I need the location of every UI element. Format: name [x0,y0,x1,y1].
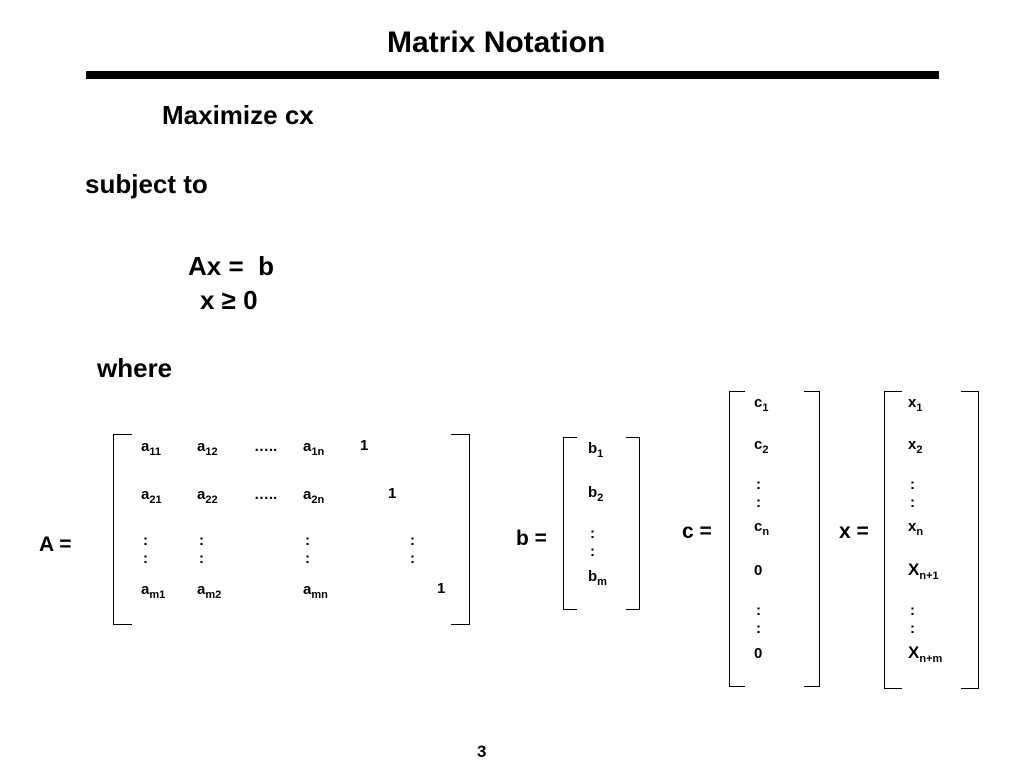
vertical-dots: : [305,550,310,567]
vertical-dots: : [199,532,204,549]
vertical-dots: : [910,620,915,637]
matrix-a-left-bracket [113,434,132,625]
vector-b-entry: b2 [588,484,604,504]
vector-c-entry: 0 [754,562,763,579]
vertical-dots: : [756,602,761,619]
vertical-dots: : [910,494,915,511]
matrix-cell: a2n [303,486,325,506]
objective-text: Maximize cx [162,100,314,130]
vertical-dots: : [756,620,761,637]
vector-c-entry: 0 [754,645,763,662]
vertical-dots: : [910,602,915,619]
vector-b-entry: bm [588,568,607,588]
matrix-a-label: A = [39,533,72,556]
vector-c-entry: c2 [754,436,769,456]
vertical-dots: : [143,532,148,549]
where-text: where [97,353,173,383]
vertical-dots: : [910,476,915,493]
page-title: Matrix Notation [387,26,606,59]
vertical-dots: : [756,476,761,493]
title-divider [86,71,939,79]
vertical-dots: : [305,532,310,549]
ellipsis: ….. [254,438,278,455]
vector-x-label: x = [839,520,869,543]
vector-c-label: c = [682,520,712,543]
slack-coefficient: 1 [388,485,397,502]
vector-c-left-bracket [729,391,745,687]
vector-b-label: b = [516,527,547,550]
vector-c-entry: cn [754,518,770,538]
vertical-dots: : [143,550,148,567]
subject-to-text: subject to [85,169,208,199]
vertical-dots: : [410,550,415,567]
matrix-cell: am2 [197,581,222,601]
vertical-dots: : [410,532,415,549]
vector-b-left-bracket [563,437,577,610]
vertical-dots: : [199,550,204,567]
vector-c-right-bracket [804,391,820,687]
vector-x-entry: xn [908,518,924,538]
vector-x-entry: x1 [908,394,923,414]
vector-x-entry: x2 [908,436,923,456]
vector-b-right-bracket [626,437,640,610]
matrix-a-right-bracket [451,434,470,625]
matrix-cell: a22 [197,486,218,506]
vertical-dots: : [590,543,595,560]
vector-x-entry: Xn+m [908,643,943,665]
vector-c-entry: c1 [754,394,769,414]
constraint-equality: Ax = b [188,251,274,281]
vector-x-left-bracket [884,391,902,689]
matrix-cell: a1n [303,438,325,458]
vector-x-entry: Xn+1 [908,560,939,582]
vertical-dots: : [590,525,595,542]
vector-b-entry: b1 [588,440,604,460]
slack-coefficient: 1 [360,437,369,454]
vector-x-right-bracket [961,391,979,689]
vertical-dots: : [756,494,761,511]
slack-coefficient: 1 [437,580,446,597]
matrix-cell: amn [303,581,328,601]
constraint-nonnegativity: x ≥ 0 [200,285,258,315]
matrix-cell: a21 [141,486,162,506]
matrix-cell: a11 [141,438,161,458]
matrix-cell: a12 [197,438,218,458]
ellipsis: ….. [254,486,278,503]
matrix-cell: am1 [141,581,166,601]
page-number: 3 [477,742,487,761]
